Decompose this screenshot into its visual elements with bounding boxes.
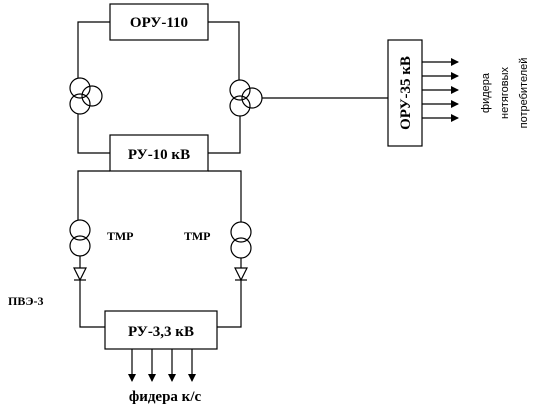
oru110-label: ОРУ-110 (130, 15, 188, 31)
tmr-transformer-right-icon (230, 221, 252, 259)
wire-diode-right-to-ru33 (217, 280, 242, 328)
pve-label: ПВЭ-3 (8, 294, 43, 308)
feeders-side-label-3: потребителей (518, 58, 530, 129)
oru35-block: ОРУ-35 кВ (387, 39, 423, 147)
oru35-label: ОРУ-35 кВ (398, 56, 414, 130)
tmr-left-label: ТМР (107, 229, 134, 243)
ru33-block: РУ-3,3 кВ (104, 310, 218, 350)
feeders-bottom-label: фидера к/с (129, 389, 202, 405)
tmr-right-label: ТМР (184, 229, 211, 243)
wire-upper-left (77, 21, 110, 78)
tmr-transformer-left-icon (69, 219, 91, 257)
ru10-label: РУ-10 кВ (128, 147, 190, 163)
transformer-right-icon (229, 79, 263, 117)
wire-ru10-right-down (208, 170, 242, 222)
feeders-side-label-2: нетяговых (499, 67, 511, 119)
wire-left-to-ru10 (77, 114, 110, 154)
ru33-label: РУ-3,3 кВ (128, 324, 194, 340)
feeders-side-label-1: фидера (480, 72, 492, 113)
rectifier-right-icon (234, 267, 248, 282)
ru33-feeder-arrows (128, 349, 196, 382)
wire-ru10-left-down (77, 170, 110, 220)
wire-right-to-ru10 (208, 116, 241, 154)
ru10-block: РУ-10 кВ (109, 134, 209, 172)
transformer-left-icon (69, 77, 103, 115)
rectifier-left-icon (73, 267, 87, 282)
oru35-feeder-arrows (422, 58, 459, 122)
wire-upper-right (208, 21, 240, 80)
wire-diode-left-to-ru33 (79, 280, 105, 328)
oru110-block: ОРУ-110 (109, 3, 209, 41)
